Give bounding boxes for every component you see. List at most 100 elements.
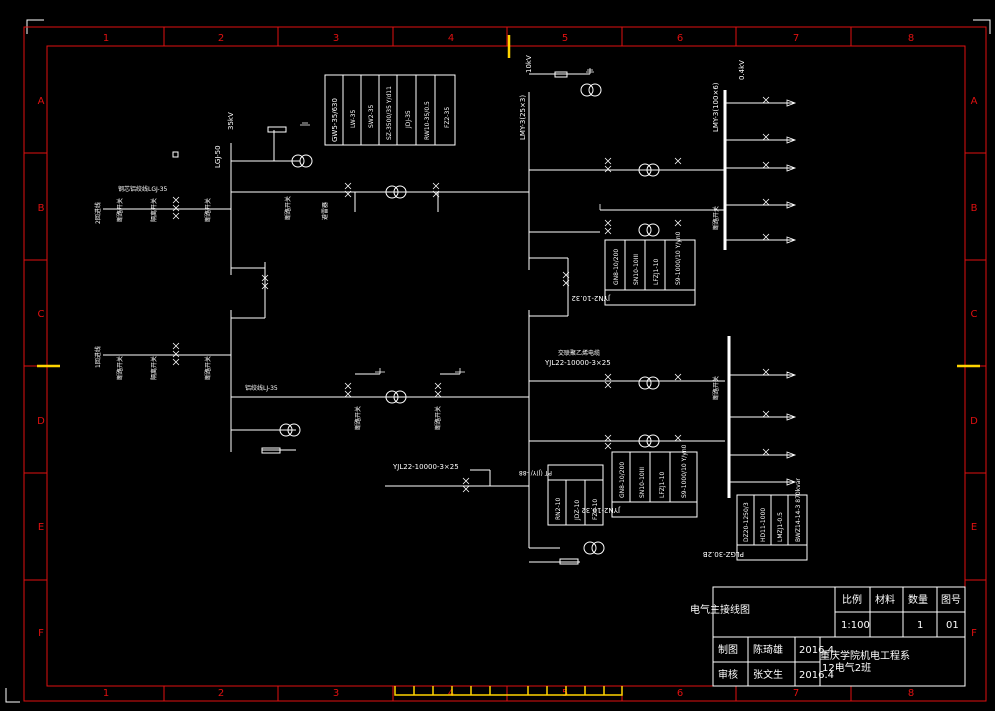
svg-text:JDZ-10: JDZ-10 xyxy=(574,500,581,521)
checked-by-label: 审核 xyxy=(718,668,738,681)
switch-marks xyxy=(172,96,770,493)
header-drawing-no: 图号 xyxy=(941,594,961,606)
row-label: B xyxy=(971,203,978,214)
incoming-line-1-label: 1回进线 xyxy=(94,346,102,368)
drawing-title: 电气主接线图 xyxy=(690,603,750,616)
svg-text:断路开关: 断路开关 xyxy=(712,376,720,400)
svg-text:FZ4-10: FZ4-10 xyxy=(592,499,599,520)
viewport-corner-tl xyxy=(26,19,44,34)
outer-frame xyxy=(23,26,987,702)
svg-text:LFZJ1-10: LFZJ1-10 xyxy=(653,259,660,285)
scale-ruler-marker xyxy=(394,686,623,696)
row-label: A xyxy=(971,96,978,107)
drawn-by-name: 陈琦雄 xyxy=(753,643,783,656)
svg-text:HD11-1000: HD11-1000 xyxy=(760,508,767,542)
column-labels-bottom: 1 2 3 4 5 6 7 8 xyxy=(103,688,914,699)
svg-text:RN2-10: RN2-10 xyxy=(555,498,562,520)
small-switch-labels: 断路开关 隔离开关 断路开关 断路开关 隔离开关 断路开关 断路开关 避雷器 断… xyxy=(116,196,720,430)
bus-label-lmy-04: LMY-3(100×6) xyxy=(712,82,720,132)
row-label: F xyxy=(38,628,44,639)
drawing-no-value: 01 xyxy=(946,620,959,631)
wiring xyxy=(103,73,795,563)
checked-by-name: 张文生 xyxy=(753,668,783,681)
svg-text:RW10-35/0.5: RW10-35/0.5 xyxy=(424,101,431,140)
svg-text:断路开关: 断路开关 xyxy=(354,406,362,430)
lv-load-symbols xyxy=(786,99,797,486)
viewport-corner-tr xyxy=(973,19,991,34)
col-label: 4 xyxy=(448,33,454,44)
svg-text:断路开关: 断路开关 xyxy=(116,356,124,380)
class-name: 12电气2班 xyxy=(822,661,871,674)
row-label: D xyxy=(970,416,978,427)
checked-date: 2016.4 xyxy=(799,670,834,681)
svg-text:FZ2-35: FZ2-35 xyxy=(444,107,451,128)
svg-text:隔离开关: 隔离开关 xyxy=(150,198,158,222)
svg-text:断路开关: 断路开关 xyxy=(284,196,292,220)
drawn-date: 2016.4 xyxy=(799,645,834,656)
header-scale: 比例 xyxy=(842,593,862,606)
col-label: 8 xyxy=(908,688,914,699)
voltage-10kv-label: 10kV xyxy=(525,55,533,73)
svg-text:LMZJ1-0.5: LMZJ1-0.5 xyxy=(777,512,784,542)
svg-text:断路开关: 断路开关 xyxy=(712,206,720,230)
row-label: F xyxy=(971,628,977,639)
svg-text:LFZJ1-10: LFZJ1-10 xyxy=(659,472,666,498)
svg-text:DZ20-1250/3: DZ20-1250/3 xyxy=(743,502,750,542)
viewport-corner-bl xyxy=(5,688,20,703)
svg-text:SN10-10III: SN10-10III xyxy=(633,254,640,285)
svg-text:JYN2-10.32: JYN2-10.32 xyxy=(581,506,621,514)
col-label: 6 xyxy=(677,33,683,44)
svg-text:PT (J)Y/ -88: PT (J)Y/ -88 xyxy=(519,469,552,476)
col-label: 5 xyxy=(562,33,568,44)
svg-text:断路开关: 断路开关 xyxy=(434,406,442,430)
voltage-35kv-label: 35kV xyxy=(227,112,235,130)
svg-text:LW-35: LW-35 xyxy=(350,110,357,128)
col-label: 8 xyxy=(908,33,914,44)
svg-text:断路开关: 断路开关 xyxy=(204,356,212,380)
row-ticks xyxy=(24,152,986,581)
conductor-label-top: 钢芯铝绞线LGJ-35 xyxy=(118,185,168,193)
drawn-by-label: 制图 xyxy=(718,643,738,656)
row-labels-left: A B C D E F xyxy=(37,96,45,639)
col-label: 2 xyxy=(218,33,224,44)
equipment-table-10kv-upper: GN8-10/200 SN10-10III LFZJ1-10 S9-1000/1… xyxy=(571,231,696,306)
svg-text:S9-1000/10 Y/yn0: S9-1000/10 Y/yn0 xyxy=(675,231,682,285)
bus-label-lmy-10: LMY-3(25×3) xyxy=(519,95,527,140)
row-label: A xyxy=(38,96,45,107)
col-label: 1 xyxy=(103,688,109,699)
col-label: 4 xyxy=(448,688,454,699)
col-label: 7 xyxy=(793,33,799,44)
voltage-04kv-label: 0.4kV xyxy=(738,60,746,80)
cable-label-1: YJL22-10000-3×25 xyxy=(544,359,611,367)
svg-text:GN8-10/200: GN8-10/200 xyxy=(619,462,626,498)
transformer-symbols xyxy=(279,83,660,555)
col-label: 3 xyxy=(333,688,339,699)
row-label: E xyxy=(38,522,44,533)
quantity-value: 1 xyxy=(917,620,923,631)
svg-text:PLGZ-30.2B: PLGZ-30.2B xyxy=(703,550,744,558)
row-label: D xyxy=(37,416,45,427)
svg-text:BWZ14-14-3 870kvar: BWZ14-14-3 870kvar xyxy=(795,478,802,542)
row-label: B xyxy=(38,203,45,214)
col-label: 3 xyxy=(333,33,339,44)
row-label: C xyxy=(38,309,45,320)
cable-label-2: YJL22-10000-3×25 xyxy=(392,463,459,471)
svg-text:避雷器: 避雷器 xyxy=(321,202,329,220)
svg-text:断路开关: 断路开关 xyxy=(116,198,124,222)
equipment-table-lv: DZ20-1250/3 HD11-1000 LMZJ1-0.5 BWZ14-14… xyxy=(703,478,808,561)
row-label: E xyxy=(971,522,977,533)
col-label: 5 xyxy=(562,688,568,699)
incoming-line-2-label: 2回进线 xyxy=(94,202,102,224)
svg-text:GN8-10/200: GN8-10/200 xyxy=(613,249,620,285)
column-ticks xyxy=(163,27,852,701)
header-quantity: 数量 xyxy=(908,593,928,606)
title-block: 电气主接线图 比例 材料 数量 图号 1:100 1 01 制图 陈琦雄 201… xyxy=(690,586,966,687)
equipment-table-35kv: GW5-35/630 LW-35 SW2-35 SZ-3500/35 Y/d11… xyxy=(324,74,456,146)
svg-text:JDJ-35: JDJ-35 xyxy=(405,110,412,129)
col-label: 7 xyxy=(793,688,799,699)
header-material: 材料 xyxy=(875,593,895,606)
equipment-table-pt: PT (J)Y/ -88 RN2-10 JDZ-10 FZ4-10 xyxy=(519,464,604,526)
conductor-label-mid: 铝绞线LJ-35 xyxy=(245,384,278,392)
col-label: 2 xyxy=(218,688,224,699)
